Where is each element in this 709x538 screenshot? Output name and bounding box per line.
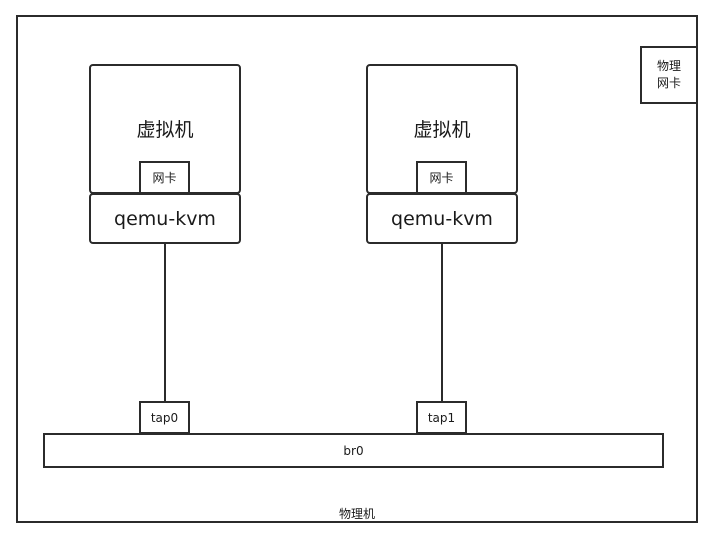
vm-1-tap-link: [164, 244, 166, 402]
physical-nic-box: 物理 网卡: [640, 46, 698, 104]
vm-1-label: 虚拟机: [136, 119, 194, 141]
vm-2-label: 虚拟机: [413, 119, 471, 141]
bridge-br0: br0: [43, 433, 664, 468]
tap1-interface: tap1: [416, 401, 467, 434]
vm-2-tap-link: [441, 244, 443, 402]
tap0-interface: tap0: [139, 401, 190, 434]
vm-1-qemu-kvm: qemu-kvm: [89, 193, 241, 244]
vm-2-nic: 网卡: [416, 161, 467, 194]
physical-host-label: 物理机: [338, 507, 375, 521]
vm-1-nic: 网卡: [139, 161, 190, 194]
physical-host-boundary: [16, 15, 698, 523]
vm-2-qemu-kvm: qemu-kvm: [366, 193, 518, 244]
